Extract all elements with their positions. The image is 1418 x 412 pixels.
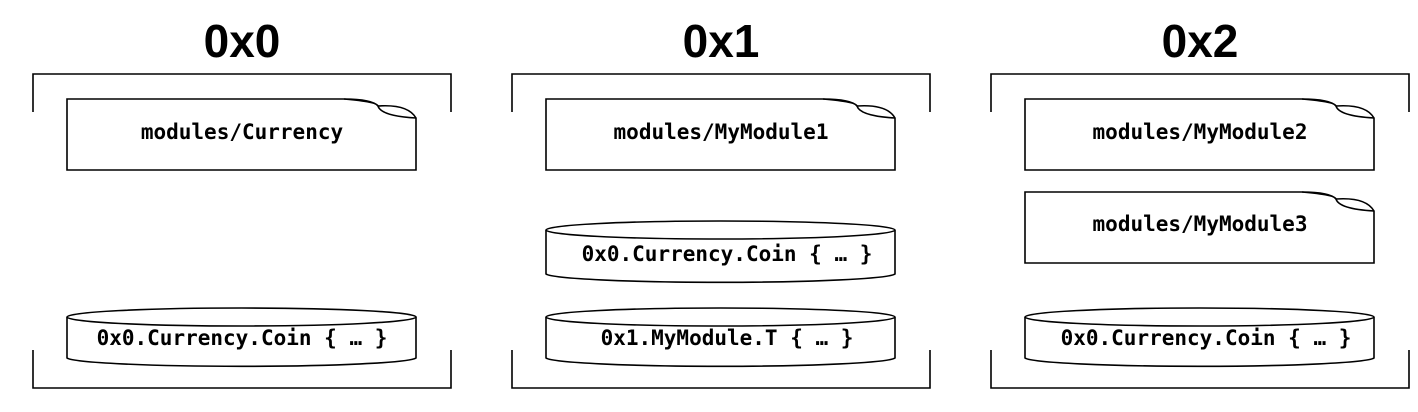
module-label: modules/MyModule2 <box>1093 120 1308 144</box>
module-document-fold <box>822 98 896 119</box>
module-label: modules/Currency <box>141 120 344 144</box>
module-file: modules/MyModule1 <box>545 98 896 171</box>
resource-cylinder-body <box>545 317 896 368</box>
resource-label: 0x0.Currency.Coin { … } <box>97 326 388 350</box>
module-file: modules/Currency <box>66 98 417 171</box>
account-address-title: 0x1 <box>683 15 760 67</box>
resource-storage: 0x0.Currency.Coin { … } <box>545 220 896 284</box>
resource-cylinder-body <box>1024 317 1375 368</box>
module-label: modules/MyModule3 <box>1093 212 1308 236</box>
account-0x0: 0x0 modules/Currency 0x0.Currency.Coin {… <box>32 15 452 389</box>
account-0x1: 0x1 modules/MyModule1 0x0.Currency.Coin … <box>511 15 931 389</box>
module-document-fold <box>1301 98 1375 119</box>
module-document-fold <box>343 98 417 119</box>
resource-storage: 0x0.Currency.Coin { … } <box>66 307 417 368</box>
resource-cylinder-top <box>66 307 417 327</box>
resource-storage: 0x0.Currency.Coin { … } <box>1024 307 1375 368</box>
account-address-title: 0x0 <box>204 15 281 67</box>
resource-label: 0x1.MyModule.T { … } <box>601 326 854 350</box>
resource-cylinder-top <box>1024 307 1375 327</box>
account-bracket-bottom <box>511 350 931 389</box>
resource-cylinder-top <box>545 220 896 240</box>
account-0x2: 0x2 modules/MyModule2 modules/MyModule3 … <box>990 15 1410 389</box>
module-document-fold <box>1301 191 1375 212</box>
account-bracket-bottom <box>990 350 1410 389</box>
account-bracket-top <box>990 73 1410 112</box>
resource-label: 0x0.Currency.Coin { … } <box>1061 326 1352 350</box>
account-bracket-top <box>32 73 452 112</box>
resource-cylinder-body <box>545 230 896 284</box>
resource-storage: 0x1.MyModule.T { … } <box>545 307 896 368</box>
resource-label: 0x0.Currency.Coin { … } <box>582 242 873 266</box>
module-file: modules/MyModule2 <box>1024 98 1375 171</box>
account-bracket-top <box>511 73 931 112</box>
account-bracket-bottom <box>32 350 452 389</box>
resource-cylinder-top <box>545 307 896 327</box>
account-address-title: 0x2 <box>1162 15 1239 67</box>
module-file: modules/MyModule3 <box>1024 191 1375 264</box>
resource-cylinder-body <box>66 317 417 368</box>
module-label: modules/MyModule1 <box>614 120 829 144</box>
